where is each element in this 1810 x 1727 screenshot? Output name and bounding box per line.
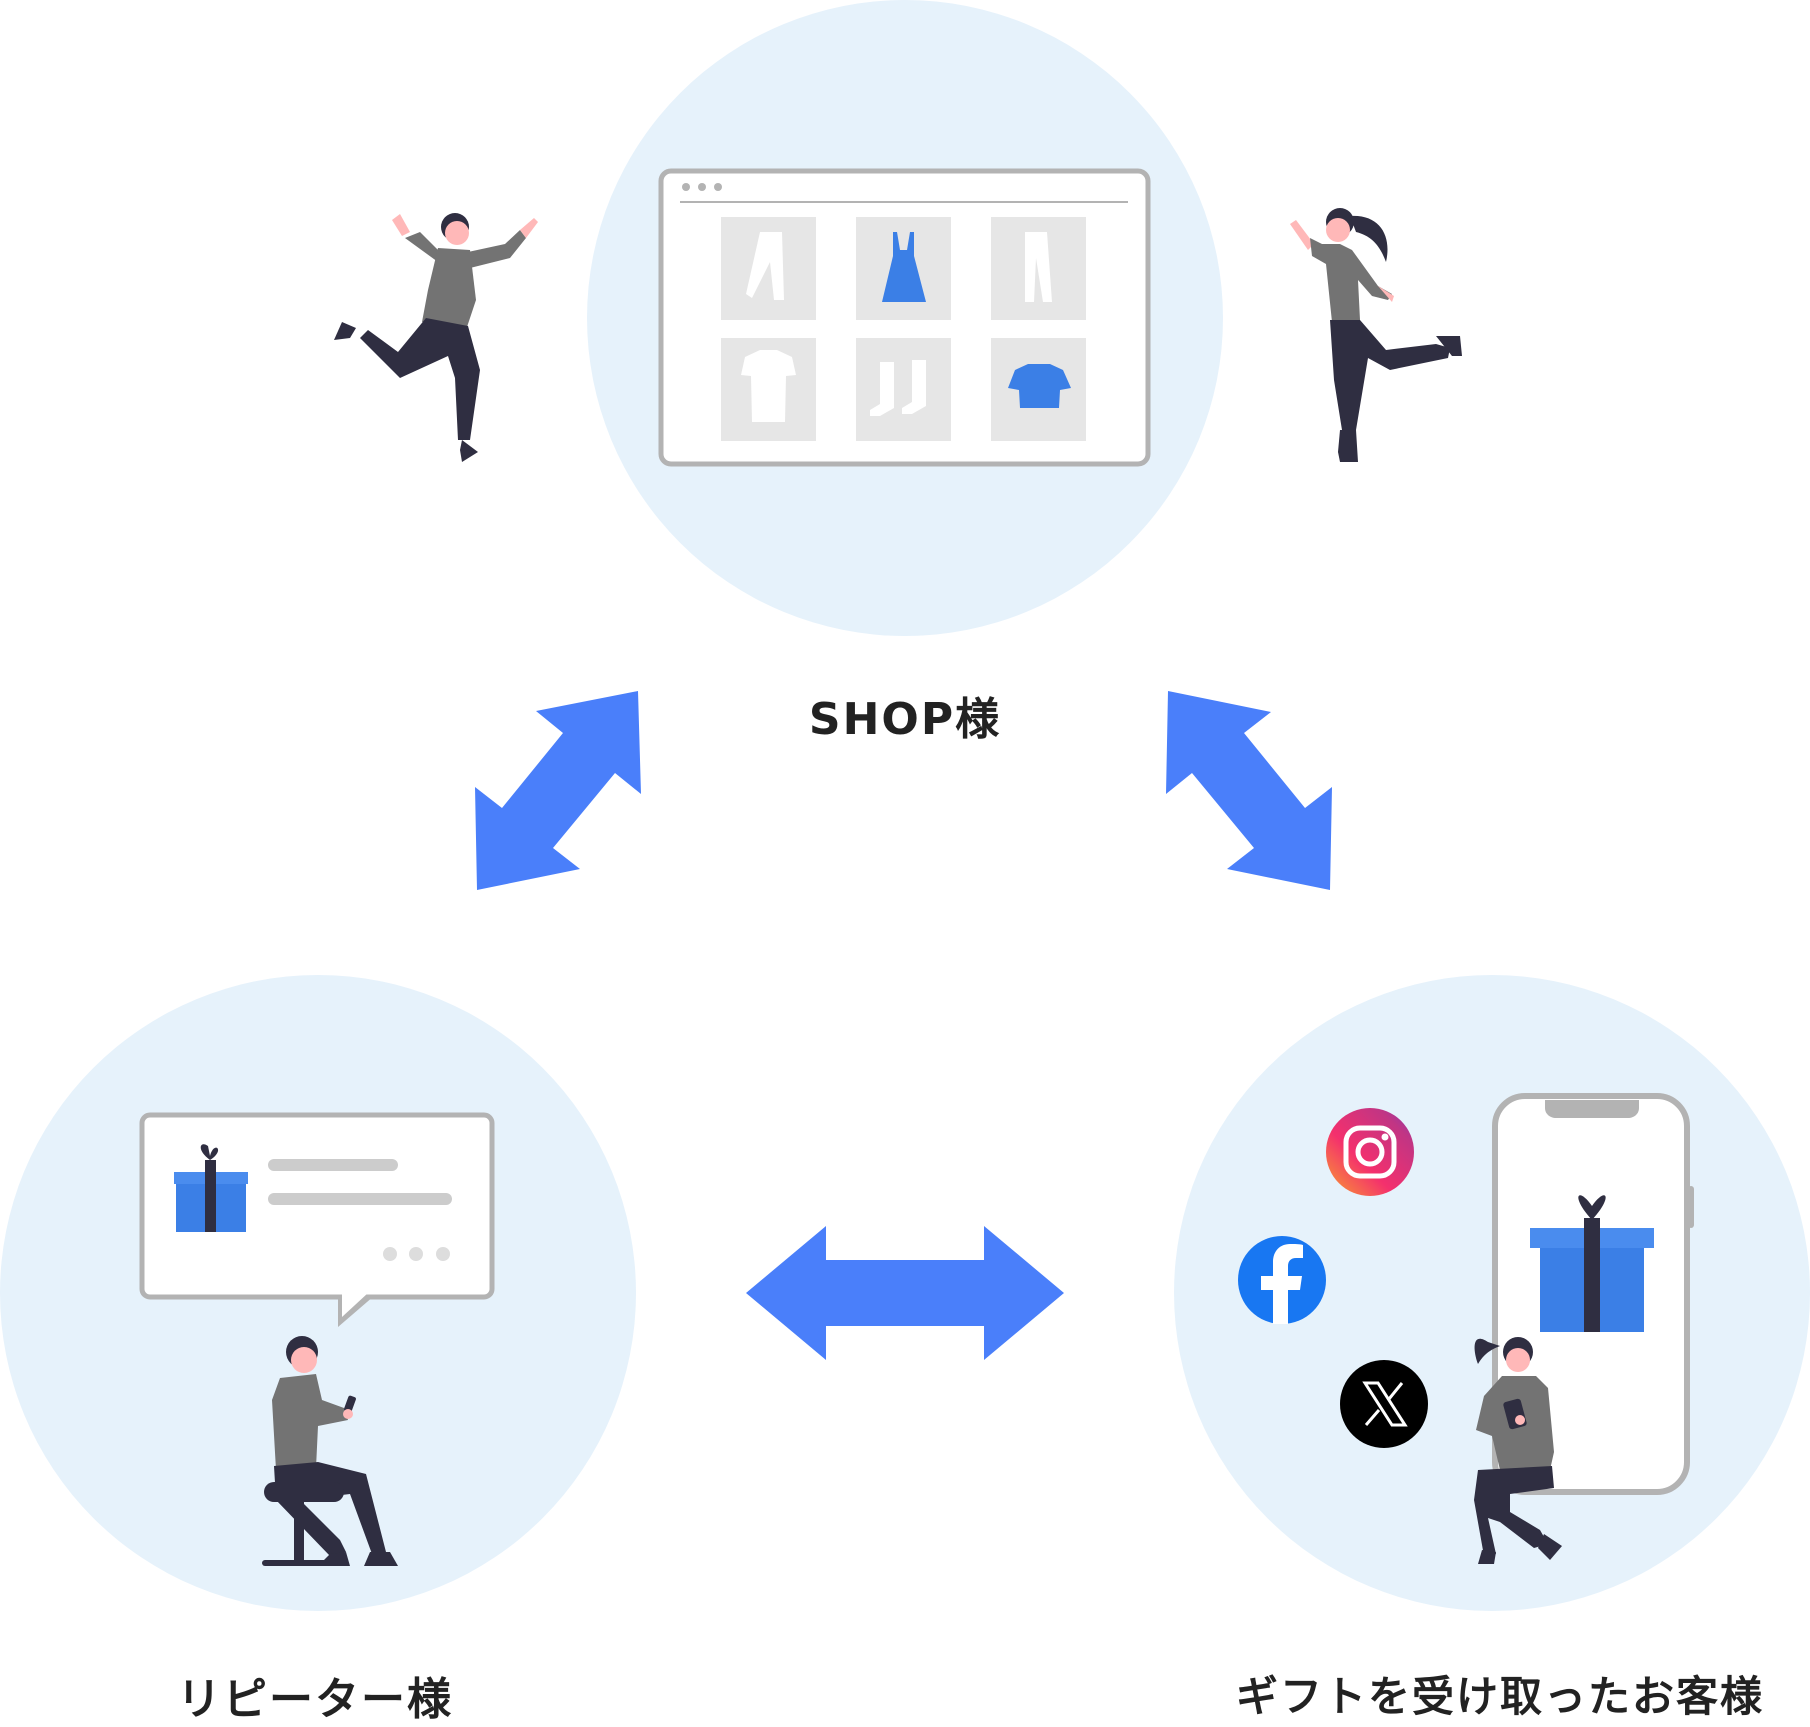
woman-with-phone-illustration <box>1474 1337 1562 1564</box>
product-tile-boots <box>856 338 951 441</box>
shop-browser-window <box>658 168 1151 467</box>
arrow-shop-gift-recipient <box>1166 691 1332 890</box>
product-tile-trousers <box>991 217 1086 320</box>
gift-box-small-icon <box>174 1144 248 1232</box>
dancing-woman-illustration <box>1290 208 1462 462</box>
gift-message-bubble <box>139 1112 495 1327</box>
x-icon <box>1340 1360 1428 1448</box>
dancing-man-illustration <box>334 213 538 462</box>
product-tile-pants <box>721 217 816 320</box>
arrow-shop-repeater <box>475 691 641 890</box>
product-tile-crop-top <box>991 338 1086 441</box>
product-tile-dress <box>856 217 951 320</box>
shop-label: SHOP様 <box>808 694 1002 745</box>
repeater-label: リピーター様 <box>177 1674 453 1725</box>
instagram-icon <box>1326 1108 1414 1196</box>
arrow-repeater-gift-recipient <box>746 1226 1064 1360</box>
gift-recipient-label: ギフトを受け取ったお客様 <box>1235 1672 1764 1721</box>
facebook-icon <box>1238 1236 1326 1324</box>
gift-box-icon <box>1530 1195 1654 1332</box>
product-tile-tshirt <box>721 338 816 441</box>
seated-man-illustration <box>262 1336 398 1566</box>
